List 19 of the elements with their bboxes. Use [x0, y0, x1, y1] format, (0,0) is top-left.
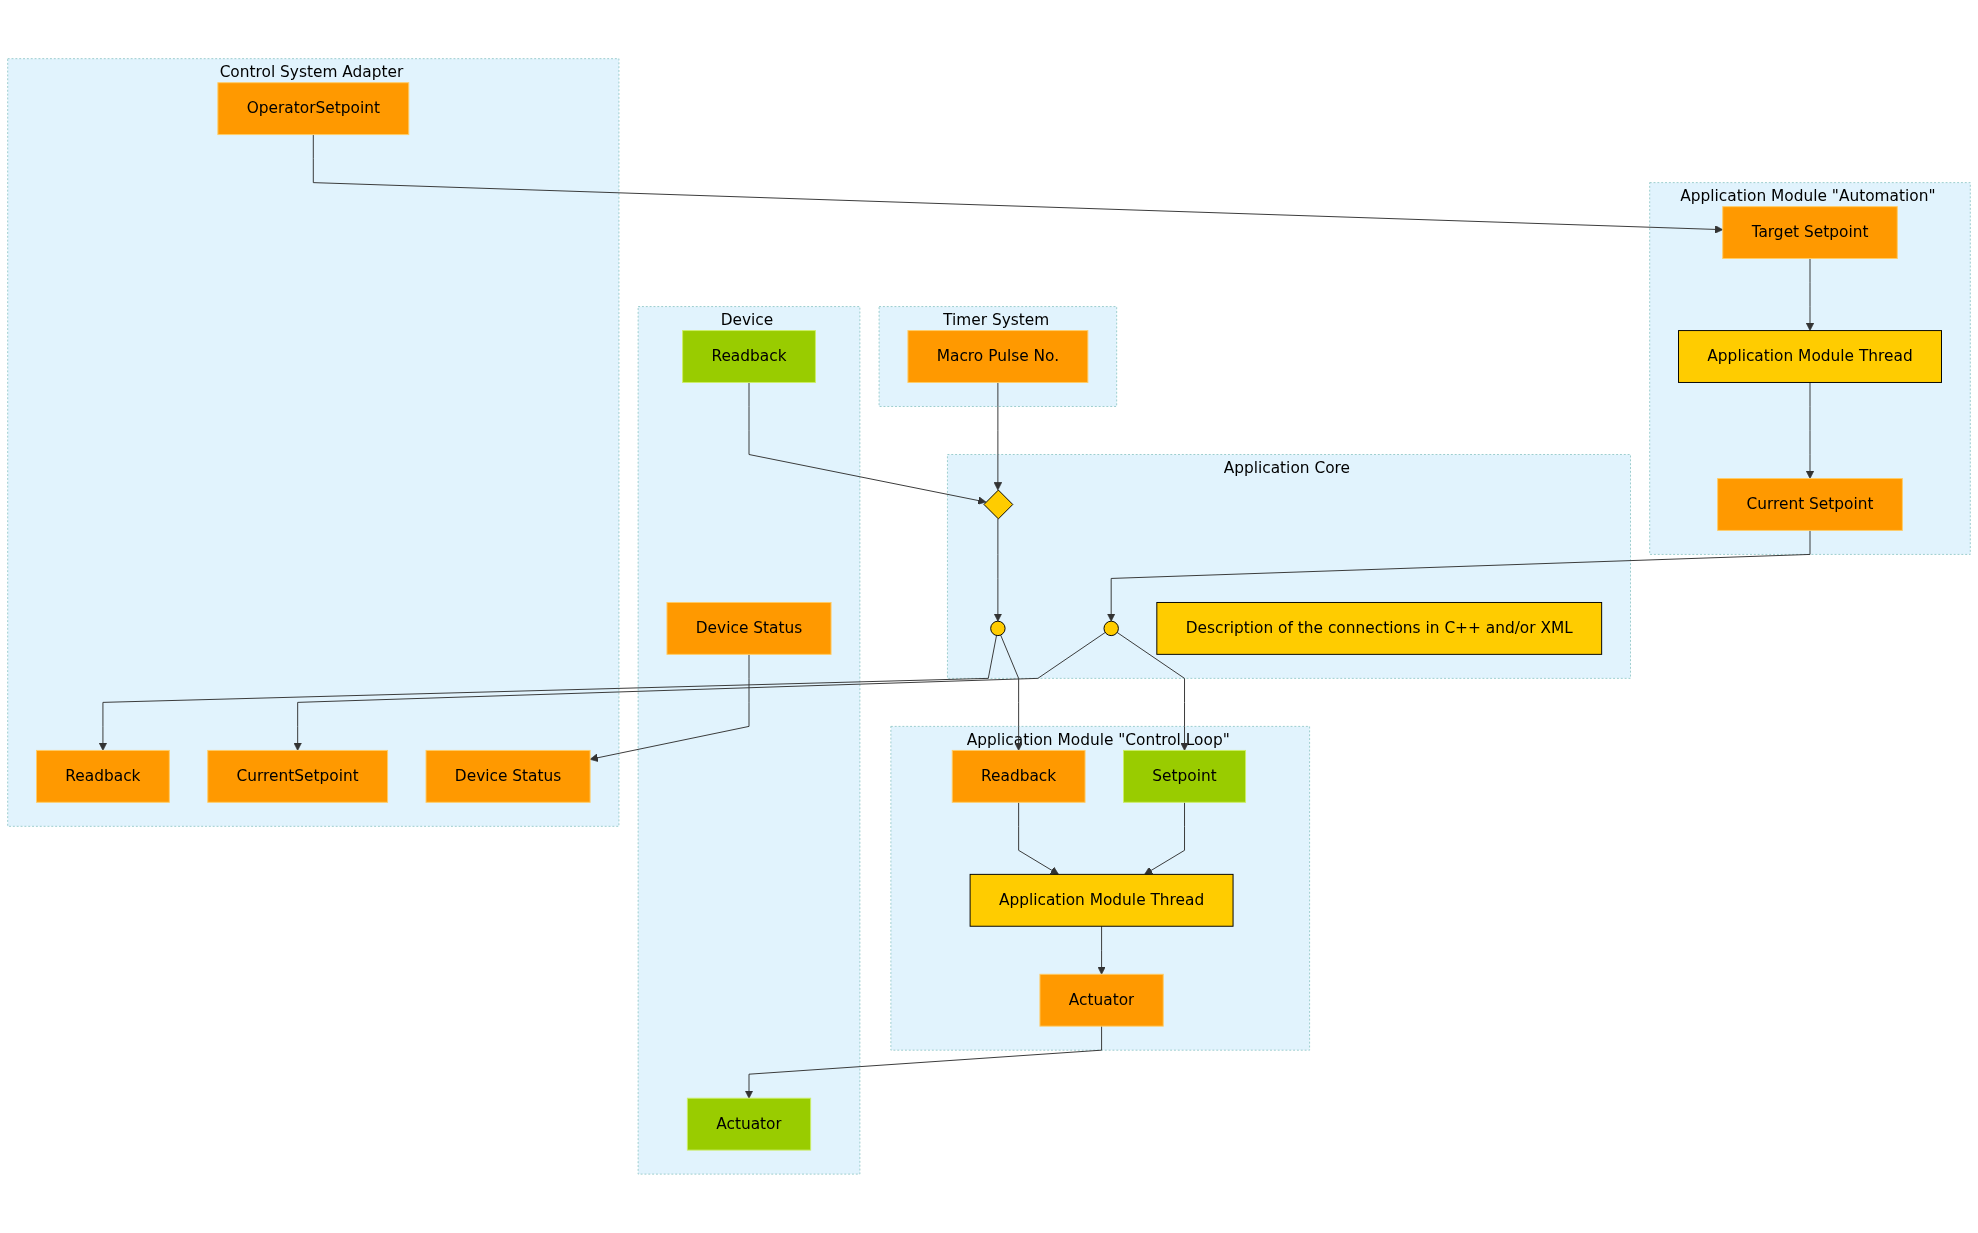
node-box: Readback — [682, 330, 816, 384]
node-box: CurrentSetpoint — [207, 750, 389, 803]
node-box: Actuator — [1039, 973, 1164, 1027]
node-diamond — [983, 489, 1014, 520]
node-box: Setpoint — [1123, 750, 1247, 803]
node-circle — [990, 620, 1006, 637]
node-box: Macro Pulse No. — [907, 330, 1089, 384]
node-box: Device Status — [666, 602, 832, 655]
node-box: Application Module Thread — [969, 873, 1234, 927]
node-box: Actuator — [686, 1097, 812, 1151]
node-box: Readback — [36, 750, 170, 803]
node-box: Target Setpoint — [1722, 206, 1898, 260]
node-box: Description of the connections in C++ and/or XML — [1156, 602, 1603, 655]
node-box: Device Status — [425, 750, 591, 803]
node-circle — [1103, 620, 1119, 637]
node-box: OperatorSetpoint — [217, 82, 410, 136]
node-box: Current Setpoint — [1717, 478, 1903, 531]
node-box: Readback — [951, 750, 1086, 803]
node-box: Application Module Thread — [1678, 330, 1942, 384]
